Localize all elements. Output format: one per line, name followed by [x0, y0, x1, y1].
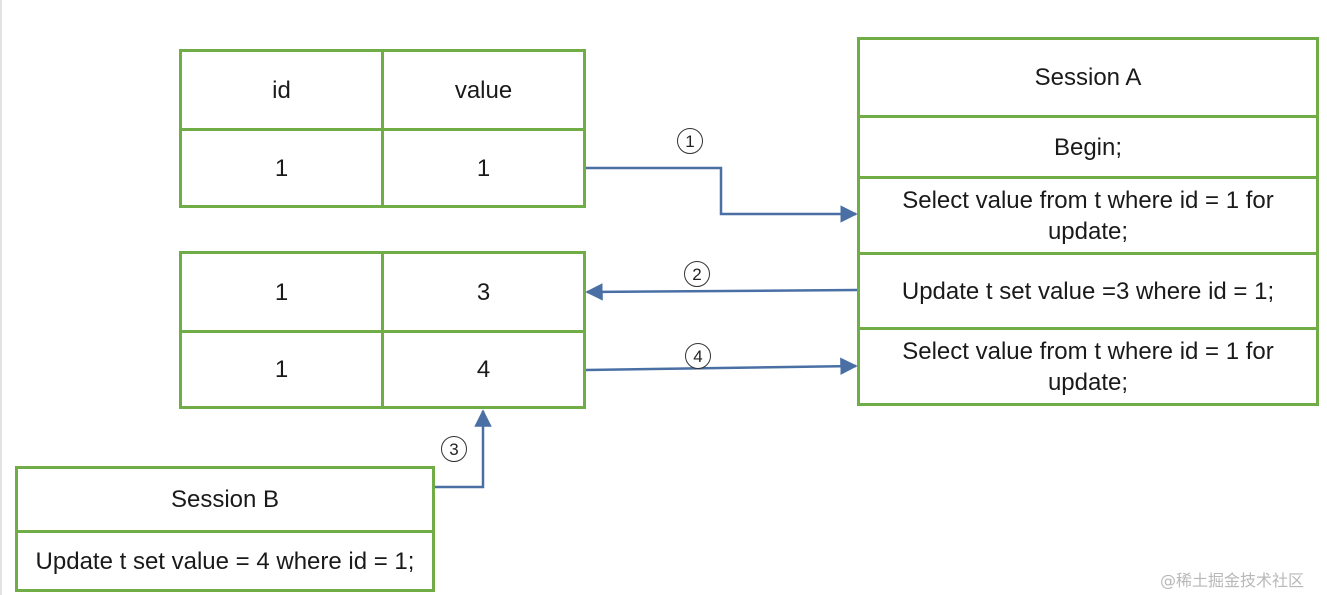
session-a-step-row: Select value from t where id = 1 for upd… [860, 330, 1316, 403]
session-a-title-row: Session A [860, 40, 1316, 118]
arrow-step-4 [585, 357, 858, 375]
session-a-select-1: Select value from t where id = 1 for upd… [902, 186, 1274, 245]
session-b-title-row: Session B [18, 469, 432, 533]
session-a-begin: Begin; [1053, 133, 1123, 161]
table-header-row: id value [182, 52, 583, 131]
session-b-step-row: Update t set value = 4 where id = 1; [18, 533, 432, 589]
table-bottom: 1 3 1 4 [179, 251, 586, 409]
session-a-step-row: Begin; [860, 118, 1316, 179]
session-a-select-2: Select value from t where id = 1 for upd… [902, 337, 1274, 396]
watermark: @稀土掘金技术社区 [1160, 571, 1305, 590]
table-row: 1 4 [182, 333, 583, 406]
header-id: id [272, 76, 291, 104]
arrow-step-3 [435, 409, 492, 489]
session-a-step-row: Select value from t where id = 1 for upd… [860, 179, 1316, 255]
step-marker-2: 2 [684, 261, 710, 287]
left-edge-rule [0, 0, 2, 595]
session-a-title: Session A [1034, 64, 1142, 91]
session-a-box: Session A Begin; Select value from t whe… [857, 37, 1319, 406]
header-value: value [381, 52, 583, 128]
session-b-title: Session B [170, 486, 280, 513]
step-marker-1: 1 [677, 128, 703, 154]
session-b-box: Session B Update t set value = 4 where i… [15, 466, 435, 592]
cell-id: 1 [274, 356, 289, 383]
cell-id: 1 [274, 278, 289, 306]
arrow-step-2 [585, 283, 858, 301]
table-row: 1 3 [182, 254, 583, 333]
cell-value: 1 [381, 131, 583, 205]
cell-value: 4 [381, 333, 583, 406]
arrow-step-1 [586, 166, 858, 223]
cell-id: 1 [274, 154, 289, 182]
step-marker-3: 3 [441, 436, 467, 462]
cell-value: 3 [381, 254, 583, 330]
session-a-update: Update t set value =3 where id = 1; [901, 277, 1275, 305]
session-a-step-row: Update t set value =3 where id = 1; [860, 255, 1316, 330]
step-marker-4: 4 [685, 343, 711, 369]
table-top: id value 1 1 [179, 49, 586, 208]
session-b-update: Update t set value = 4 where id = 1; [35, 547, 415, 575]
table-row: 1 1 [182, 131, 583, 205]
